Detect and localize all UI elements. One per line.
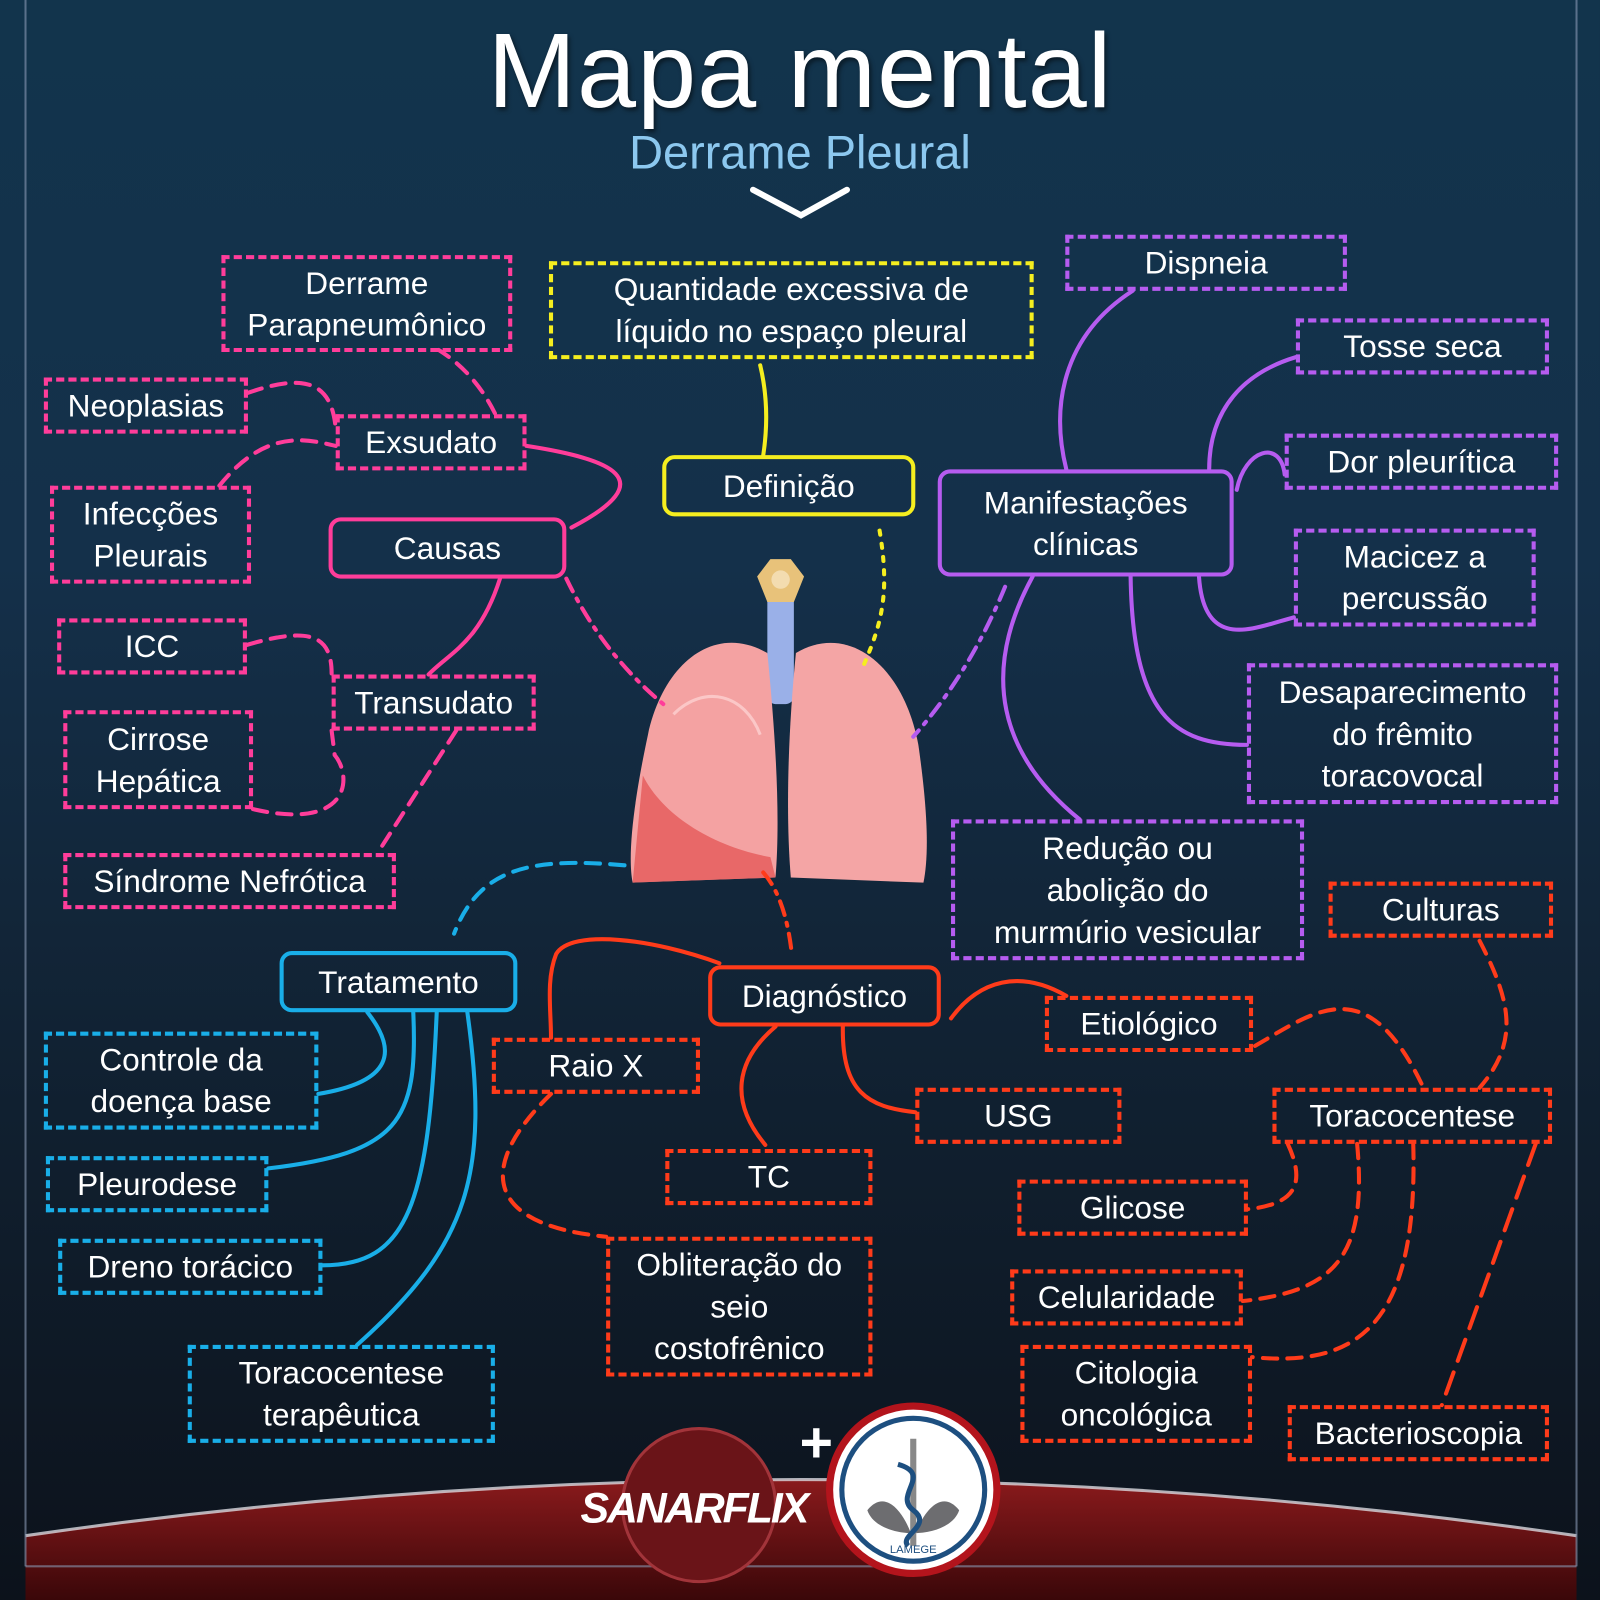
- node-diagnostico: Diagnóstico: [708, 965, 941, 1027]
- node-glicose: Glicose: [1017, 1179, 1248, 1236]
- lamege-text: LAMEGE: [890, 1544, 937, 1556]
- node-toracocentese-terapeutica: Toracocentese terapêutica: [187, 1344, 495, 1443]
- node-desaparecimento-fremito: Desaparecimento do frêmito toracovocal: [1246, 663, 1559, 805]
- link-dispneia: [1058, 288, 1135, 472]
- page-subtitle: Derrame Pleural: [629, 125, 971, 179]
- link-transudato-sindrome: [375, 728, 459, 856]
- node-celularidade: Celularidade: [1010, 1269, 1243, 1326]
- link-neoplasias-exsudato: [245, 380, 338, 431]
- node-manifestacoes-clinicas: Manifestações clínicas: [937, 469, 1234, 577]
- node-cirrose-hepatica: Cirrose Hepática: [63, 710, 254, 810]
- node-usg: USG: [915, 1087, 1122, 1144]
- link-manif-lungs: [911, 584, 1008, 739]
- link-dreno: [320, 1010, 439, 1268]
- link-controle: [316, 1010, 387, 1096]
- node-obliteracao: Obliteração do seio costofrênico: [606, 1236, 873, 1377]
- link-murmurio: [1001, 574, 1082, 822]
- node-dreno-toracico: Dreno torácico: [58, 1238, 323, 1295]
- node-pleurodese: Pleurodese: [45, 1156, 269, 1213]
- link-pleurodese: [266, 1010, 416, 1171]
- link-usg: [840, 1024, 918, 1115]
- node-bacterioscopia: Bacterioscopia: [1287, 1405, 1549, 1462]
- link-exsudato-parapneumonico: [436, 347, 497, 416]
- link-culturas: [1477, 938, 1509, 1090]
- link-raiox: [547, 937, 722, 1040]
- node-tc: TC: [665, 1148, 873, 1206]
- node-derrame-parapneumonico: Derrame Parapneumônico: [221, 255, 513, 353]
- link-fremito: [1128, 574, 1249, 747]
- link-bacterioscopia: [1439, 1141, 1538, 1408]
- link-infeccoes-exsudato: [217, 438, 338, 488]
- link-tc: [739, 1024, 778, 1147]
- sanarflix-logo: SANARFLIX +: [580, 1411, 833, 1584]
- link-celularidade: [1240, 1141, 1362, 1304]
- node-infeccoes-pleurais: Infecções Pleurais: [49, 485, 252, 584]
- node-definicao: Definição: [662, 455, 916, 517]
- link-tosse: [1207, 355, 1298, 472]
- node-reducao-murmurio: Redução ou abolição do murmúrio vesicula…: [951, 819, 1305, 961]
- node-causas: Causas: [328, 517, 567, 579]
- chevron-down-icon: [749, 186, 850, 219]
- link-definicao-lungs: [860, 528, 887, 671]
- node-raio-x: Raio X: [491, 1037, 700, 1094]
- node-neoplasias: Neoplasias: [43, 377, 248, 434]
- node-controle-doenca: Controle da doença base: [43, 1031, 319, 1130]
- link-lungs-diagnostico: [761, 870, 794, 957]
- link-definicao-texto: [758, 363, 769, 458]
- node-sindrome-nefrotica: Síndrome Nefrótica: [63, 853, 396, 910]
- node-dispneia: Dispneia: [1065, 234, 1347, 291]
- node-citologia: Citologia oncológica: [1020, 1344, 1253, 1443]
- node-macicez: Macicez a percussão: [1293, 528, 1536, 627]
- link-lungs-tratamento: [452, 860, 627, 936]
- plus-sign: +: [800, 1411, 833, 1475]
- node-toracocentese: Toracocentese: [1272, 1087, 1553, 1144]
- link-etiologico-toracocentese: [1253, 1007, 1426, 1090]
- node-tosse-seca: Tosse seca: [1295, 318, 1549, 375]
- sanarflix-text: SANARFLIX: [580, 1484, 811, 1532]
- link-dor: [1234, 450, 1287, 492]
- node-definicao-texto: Quantidade excessiva de líquido no espaç…: [548, 261, 1034, 360]
- node-exsudato: Exsudato: [335, 414, 527, 471]
- link-causas-transudato: [426, 576, 503, 677]
- link-exsudato-causas: [524, 443, 623, 530]
- link-toracocentese-terapeutica: [355, 1010, 478, 1347]
- node-icc: ICC: [57, 618, 247, 675]
- link-citologia: [1249, 1141, 1416, 1361]
- link-obliteracao: [500, 1091, 609, 1239]
- link-etiologico: [948, 979, 1069, 1021]
- node-transudato: Transudato: [331, 674, 536, 731]
- lamege-seal-logo: LAMEGE: [826, 1402, 1001, 1578]
- link-macicez: [1196, 574, 1296, 632]
- horizon-line: [25, 1478, 1577, 1538]
- node-tratamento: Tratamento: [279, 951, 518, 1013]
- link-icc-transudato: [244, 633, 334, 676]
- red-horizon: [25, 1479, 1577, 1600]
- page-title: Mapa mental: [487, 12, 1113, 131]
- node-dor-pleuritica: Dor pleurítica: [1284, 433, 1559, 490]
- link-causas-lungs: [564, 576, 666, 707]
- node-etiologico: Etiológico: [1044, 995, 1254, 1053]
- lungs-illustration: [630, 559, 927, 883]
- link-glicose: [1245, 1141, 1299, 1212]
- node-culturas: Culturas: [1328, 881, 1554, 938]
- link-cirrose-transudato: [251, 728, 346, 817]
